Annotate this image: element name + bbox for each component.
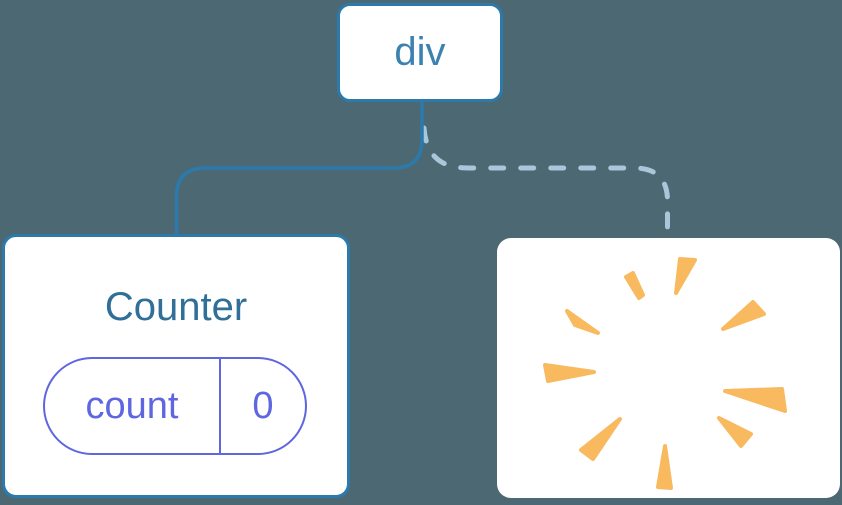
connector-dashed	[421, 125, 670, 242]
root-node-div: div	[337, 3, 503, 102]
counter-node: Counter count 0	[2, 234, 350, 498]
state-pill: count 0	[43, 357, 307, 455]
removed-node	[497, 238, 840, 498]
state-value-label: 0	[219, 359, 305, 453]
poof-burst-icon	[543, 257, 787, 490]
root-node-label: div	[394, 30, 446, 74]
counter-node-title: Counter	[104, 285, 248, 329]
connector-solid	[174, 101, 424, 236]
state-name-label: count	[85, 384, 179, 427]
